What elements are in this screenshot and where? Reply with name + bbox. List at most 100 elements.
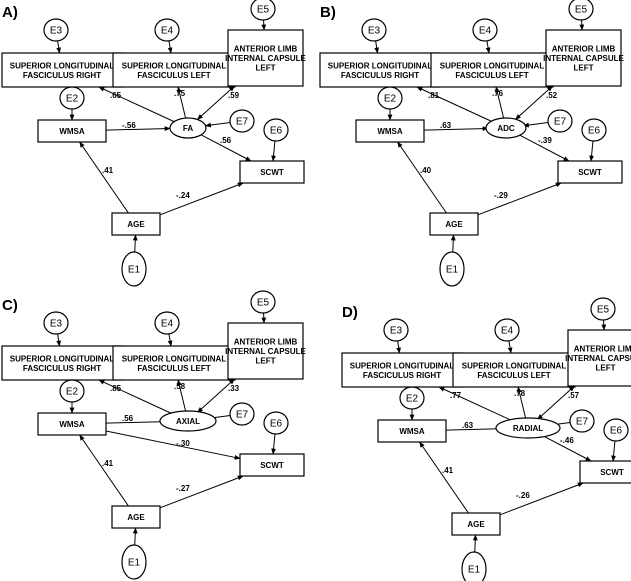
path-e1-to-age (450, 234, 456, 253)
slf-right-label: SUPERIOR LONGITUDINAL (10, 61, 115, 70)
error-term-e3 (361, 18, 387, 42)
coef-center-to-alic: .59 (228, 91, 240, 100)
coef-center-to-slf-right: .65 (110, 91, 122, 100)
alic-left-label: INTERNAL CAPSULE (565, 354, 631, 363)
alic-left-label: INTERNAL CAPSULE (543, 54, 624, 63)
age-box (429, 212, 479, 236)
path-center-to-slf-right (438, 386, 515, 423)
error-term-label: E4 (161, 26, 174, 37)
scwt-box (239, 160, 305, 184)
slf-left-label: FASCICULUS LEFT (477, 371, 550, 380)
path-center-to-alic-left (514, 85, 553, 120)
error-term-label: E3 (50, 319, 63, 330)
error-term-e2 (377, 86, 403, 110)
alic-left-box (545, 29, 622, 87)
error-term-label: E4 (479, 26, 492, 37)
path-center-to-slf-left (177, 86, 187, 119)
slf-right-label: FASCICULUS RIGHT (23, 71, 101, 80)
path-age-to-scwt (477, 182, 562, 216)
path-e4-to-slf-left (507, 340, 513, 354)
error-term-e5 (568, 0, 594, 21)
error-term-e2 (59, 86, 85, 110)
error-term-label: E1 (446, 265, 459, 276)
path-age-to-wmsa (79, 141, 129, 214)
coef-age-to-scwt: -.24 (176, 191, 190, 200)
error-term-e1 (461, 551, 487, 581)
scwt-box (579, 460, 631, 484)
slf-right-label: FASCICULUS RIGHT (341, 71, 419, 80)
path-e1-to-age (132, 527, 138, 546)
slf-left-box (430, 52, 554, 88)
coef-age-to-wmsa: .41 (102, 166, 114, 175)
scwt-box (239, 453, 305, 477)
error-term-e7 (229, 109, 255, 133)
dti-measure-label: ADC (497, 124, 515, 133)
error-term-e6 (581, 118, 607, 142)
alic-left-label: LEFT (596, 364, 616, 373)
wmsa-box (37, 119, 107, 143)
alic-left-box (227, 29, 304, 87)
path-age-to-wmsa (419, 441, 469, 514)
error-term-e4 (154, 311, 180, 335)
slf-left-label: FASCICULUS LEFT (137, 71, 210, 80)
path-e4-to-slf-left (485, 40, 491, 54)
coef-center-to-slf-left: .75 (174, 89, 186, 98)
error-term-label: E5 (257, 5, 270, 16)
error-term-e6 (603, 418, 629, 442)
coef-age-to-wmsa: .41 (102, 459, 114, 468)
error-term-label: E5 (597, 305, 610, 316)
path-e5-to-alic-left (601, 319, 607, 331)
error-term-e1 (121, 251, 147, 287)
path-e5-to-alic-left (579, 19, 585, 31)
scwt-label: SCWT (260, 461, 284, 470)
coef-center-to-scwt: -.46 (560, 436, 574, 445)
dti-measure-node (159, 410, 217, 432)
path-wmsa-to-scwt (105, 430, 241, 460)
path-center-to-alic-left (196, 378, 235, 413)
slf-left-label: SUPERIOR LONGITUDINAL (440, 61, 545, 70)
coef-center-to-slf-right: .77 (450, 391, 462, 400)
coef-center-to-slf-right: .85 (110, 384, 122, 393)
error-term-e4 (472, 18, 498, 42)
path-center-to-alic-left (196, 85, 235, 120)
age-label: AGE (127, 220, 145, 229)
error-term-e4 (154, 18, 180, 42)
slf-left-box (112, 52, 236, 88)
coef-wmsa-to-center: .63 (462, 421, 474, 430)
error-term-e2 (399, 386, 425, 410)
error-term-label: E6 (588, 126, 601, 137)
path-e7-to-center (204, 122, 231, 128)
path-center-to-slf-right (416, 86, 493, 123)
path-e6-to-scwt (271, 433, 276, 455)
coef-center-to-alic: .52 (546, 91, 558, 100)
path-age-to-scwt (159, 182, 244, 216)
alic-left-box (227, 322, 304, 380)
error-term-e6 (263, 411, 289, 435)
coef-wmsa-to-center: -.56 (122, 121, 136, 130)
slf-left-box (452, 352, 576, 388)
panel-label: B) (320, 4, 336, 21)
dti-measure-node (169, 117, 207, 139)
path-age-to-scwt (499, 482, 584, 516)
path-wmsa-to-center (423, 126, 489, 132)
path-e3-to-slf-right (374, 40, 380, 54)
age-box (111, 505, 161, 529)
coef-age-to-scwt: -.29 (494, 191, 508, 200)
alic-left-label: LEFT (256, 357, 276, 366)
alic-left-label: ANTERIOR LIMB (574, 345, 631, 354)
coef-age-to-scwt: -.27 (176, 484, 190, 493)
coef-center-to-scwt: -.39 (538, 136, 552, 145)
path-e6-to-scwt (271, 140, 276, 162)
slf-right-box (319, 52, 441, 88)
error-term-e3 (43, 311, 69, 335)
coef-wmsa-to-scwt: -.30 (176, 439, 190, 448)
error-term-label: E1 (468, 565, 481, 576)
slf-right-box (1, 52, 123, 88)
path-e3-to-slf-right (56, 333, 62, 347)
coef-center-to-slf-left: .76 (492, 89, 504, 98)
error-term-label: E5 (257, 298, 270, 309)
coef-center-to-slf-right: .81 (428, 91, 440, 100)
path-center-to-slf-right (98, 379, 175, 416)
